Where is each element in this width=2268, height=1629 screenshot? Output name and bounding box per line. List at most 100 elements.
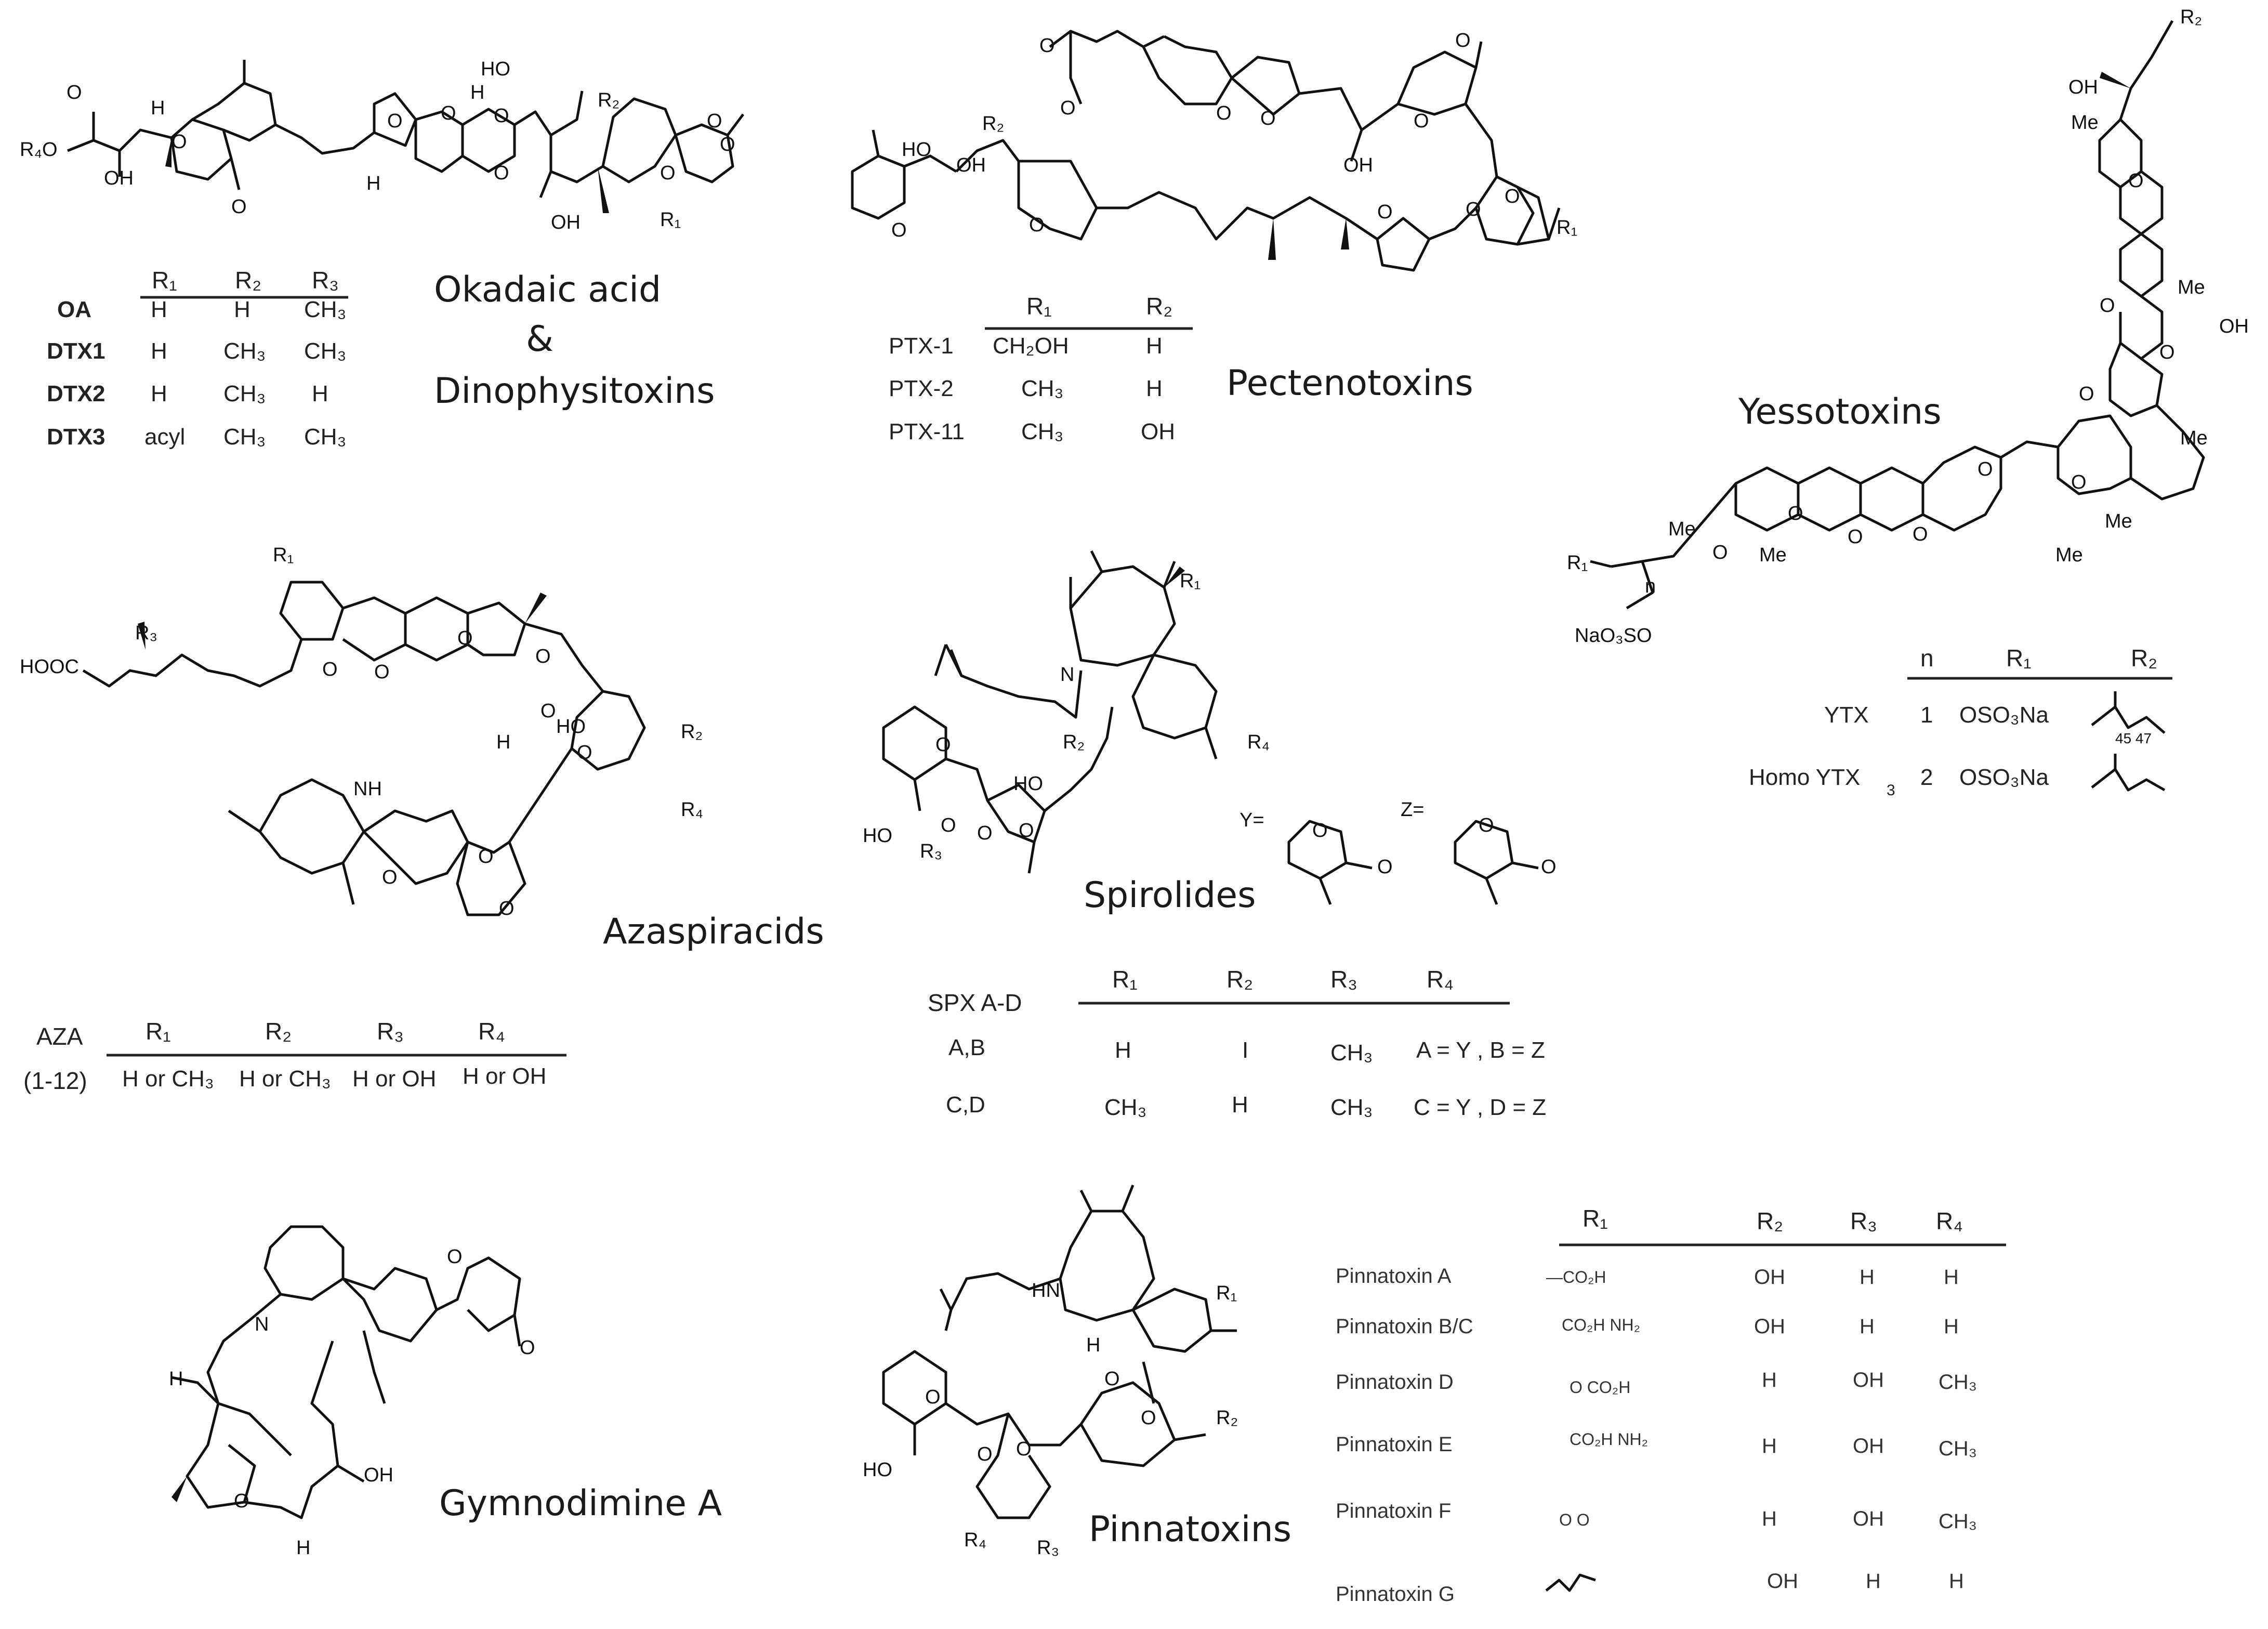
atom-label: O xyxy=(2071,471,2087,493)
table-cell: OH xyxy=(1754,1315,1785,1338)
atom-label: OH xyxy=(551,212,581,233)
atom-label: O xyxy=(387,110,403,132)
atom-label: O xyxy=(1019,820,1034,842)
atom-label: Me xyxy=(1759,544,1787,566)
atom-label: O xyxy=(977,822,993,844)
atom-label: O xyxy=(1848,526,1863,548)
table-cell: H xyxy=(1762,1507,1777,1530)
atom-label: O xyxy=(520,1337,535,1359)
atom-label: Me xyxy=(2178,277,2205,298)
table-cell: H xyxy=(1146,376,1163,401)
okadaic-title-line3: Dinophysitoxins xyxy=(434,371,715,412)
table-row-label: DTX2 xyxy=(47,381,105,406)
atom-label: HO xyxy=(863,1459,892,1481)
table-cell: CH₃ xyxy=(304,338,346,364)
atom-label: Me xyxy=(2180,427,2208,449)
yessotoxins-structure xyxy=(1590,20,2205,610)
table-cell: A = Y , B = Z xyxy=(1416,1037,1545,1063)
atom-label: R₂ xyxy=(681,721,703,743)
table-header: n xyxy=(1920,645,1934,672)
atom-label: Me xyxy=(2105,510,2132,532)
table-cell: CH₃ xyxy=(1330,1095,1373,1120)
atom-label: O xyxy=(660,162,676,184)
table-cell: CH₃ xyxy=(223,338,266,364)
table-cell: H or OH xyxy=(463,1063,546,1089)
atom-label: O xyxy=(1977,458,1993,480)
table-header: R₃ xyxy=(312,267,339,294)
atom-label: OH xyxy=(1343,154,1373,176)
table-cell: CO₂H NH₂ xyxy=(1562,1316,1640,1334)
table-cell: OH xyxy=(1141,419,1175,444)
table-cell: H xyxy=(1232,1092,1248,1118)
atom-label: R₄ xyxy=(964,1529,986,1551)
atom-label: O xyxy=(1788,503,1803,524)
table-cell: C = Y , D = Z xyxy=(1414,1095,1546,1120)
atom-label: OH xyxy=(2219,316,2249,337)
table-cell: CH₂OH xyxy=(993,333,1069,359)
atom-label: R₃ xyxy=(1037,1537,1059,1559)
atom-label: H xyxy=(296,1537,310,1559)
atom-label: O xyxy=(935,734,951,756)
atom-label: O xyxy=(1104,1368,1120,1390)
atom-label: NaO₃SO xyxy=(1575,625,1652,647)
atom-label: R₄ xyxy=(1247,731,1270,753)
table-cell: OH xyxy=(1767,1570,1798,1593)
table-cell: H xyxy=(1146,333,1163,359)
atom-label: HO xyxy=(863,825,892,847)
atom-label: O xyxy=(1505,186,1520,207)
table-cell: H xyxy=(151,381,167,406)
table-header: R₂ xyxy=(235,267,261,294)
atom-label: NH xyxy=(353,778,382,800)
table-row-label: C,D xyxy=(946,1092,985,1118)
table-cell: 1 xyxy=(1920,702,1933,728)
atom-label: O xyxy=(441,102,456,124)
atom-label: O xyxy=(1479,814,1494,836)
atom-label: O xyxy=(1141,1407,1156,1429)
table-cell: H xyxy=(1115,1037,1131,1063)
atom-label: O xyxy=(540,700,556,722)
table-header: R₃ xyxy=(1330,966,1357,993)
atom-label: H xyxy=(169,1368,183,1390)
spirolides-structure xyxy=(882,550,1539,905)
yessotoxins-atom-labels: R₂ OH Me O Me O OH O O Me O Me Me O O O … xyxy=(1567,6,2249,647)
okadaic-title-line2: & xyxy=(526,319,553,360)
atom-label: Me xyxy=(2055,544,2083,566)
atom-label: N xyxy=(1060,664,1074,686)
atom-label: R₁ xyxy=(1557,217,1577,239)
table-cell: H xyxy=(1860,1315,1875,1338)
atom-label: O xyxy=(67,82,82,103)
atom-label: O xyxy=(1466,199,1481,220)
atom-label: R₄ xyxy=(681,799,703,821)
atom-label: H xyxy=(496,731,510,753)
table-row-label: A,B xyxy=(948,1035,985,1060)
atom-label: O xyxy=(457,627,473,649)
table-label: (1-12) xyxy=(23,1067,87,1094)
table-cell: OSO₃Na xyxy=(1959,702,2049,728)
table-row-label: Pinnatoxin D xyxy=(1336,1371,1454,1394)
atom-label: O xyxy=(231,196,247,218)
r2-side-chain-icon xyxy=(2091,691,2166,734)
atom-label: R₁ xyxy=(1180,570,1201,592)
pectenotoxins-title: Pectenotoxins xyxy=(1227,363,1473,404)
atom-label: HOOC xyxy=(20,656,79,678)
atom-label: O xyxy=(2128,170,2144,192)
atom-label: O xyxy=(1260,108,1276,129)
azaspiracids-structure xyxy=(82,581,646,916)
table-cell: O CO₂H xyxy=(1570,1378,1630,1397)
table-cell: CH₃ xyxy=(1021,419,1063,444)
table-cell: OH xyxy=(1754,1266,1785,1289)
azaspiracids-table: AZA (1-12) R₁ R₂ R₃ R₄ H or CH₃ H or CH₃… xyxy=(23,1018,566,1094)
table-cell: CH₃ xyxy=(1104,1095,1146,1120)
table-subscript: 3 xyxy=(1887,782,1895,799)
pinnatoxins-structure xyxy=(882,1185,1237,1519)
table-header: R₁ xyxy=(1026,293,1052,320)
table-cell: CH₃ xyxy=(223,381,266,406)
pinnatoxins-title: Pinnatoxins xyxy=(1089,1509,1291,1550)
table-cell: O O xyxy=(1559,1510,1590,1529)
atom-label: O xyxy=(2079,383,2094,405)
atom-label: O xyxy=(322,659,338,680)
table-row-label: DTX3 xyxy=(47,424,105,450)
table-cell: OSO₃Na xyxy=(1959,765,2049,790)
atom-label: HO xyxy=(902,139,931,161)
